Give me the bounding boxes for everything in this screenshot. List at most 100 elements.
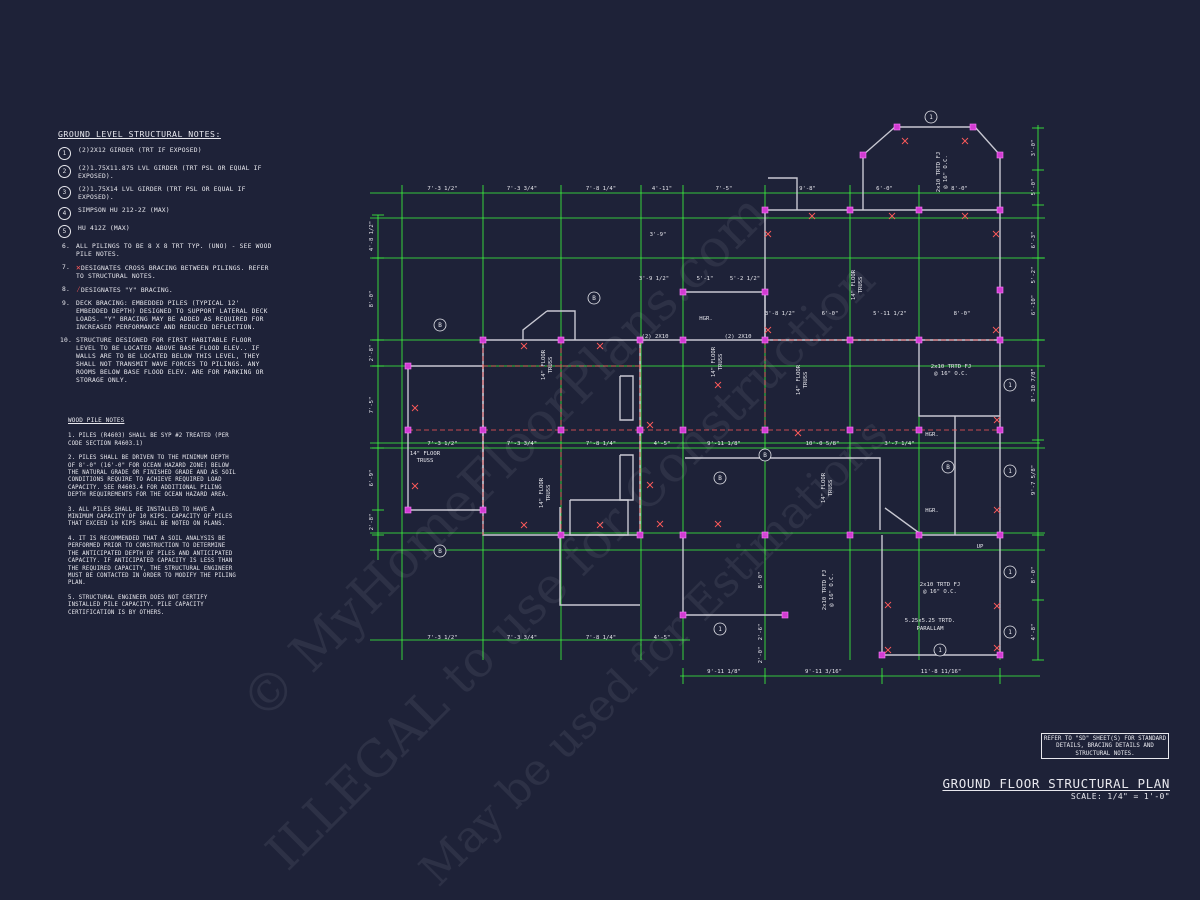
pile — [969, 123, 977, 131]
pile-note-item: 3. ALL PILES SHALL BE INSTALLED TO HAVE … — [68, 506, 233, 528]
note-number: 4 — [58, 207, 71, 220]
detail-tag-b — [587, 291, 601, 305]
note-text: ALL PILINGS TO BE 8 x 8 TRT TYP. (UNO) -… — [76, 243, 272, 258]
dim-interior: 8'-0" — [954, 311, 971, 317]
dim-bottom-right: 11'-8 11/16" — [921, 669, 961, 675]
pile-notes-title: WOOD PILE NOTES — [68, 417, 125, 424]
pile — [479, 426, 487, 434]
floor-truss-label: 14" FLOOR — [541, 349, 547, 380]
cross-brace — [764, 326, 772, 334]
cross-brace — [520, 342, 528, 350]
plan-title: GROUND FLOOR STRUCTURAL PLAN — [942, 776, 1170, 791]
cross-brace — [656, 520, 664, 528]
spacing-label: @ 16" O.C. — [923, 589, 957, 595]
floor-truss-label: 14" FLOOR — [851, 269, 857, 300]
dim-right: 3'-0" — [1031, 140, 1037, 157]
joist-label: 2x10 TRTD FJ — [936, 152, 942, 192]
plan-labels: 14" FLOOR TRUSS 14" FLOOR TRUSS 14" FLOOR TRU… — [410, 152, 984, 632]
cross-brace — [993, 602, 1001, 610]
detail-tag-b — [713, 471, 727, 485]
dim-interior: 6'-0" — [822, 311, 839, 317]
dim-interior-vertical: 8'-0" — [758, 572, 764, 589]
dim-left: 6'-9" — [369, 470, 375, 487]
cross-brace — [993, 506, 1001, 514]
floor-truss-label: 14" FLOOR — [821, 472, 827, 503]
cross-brace-symbol: ✕ — [76, 263, 82, 272]
cross-brace — [596, 521, 604, 529]
wall-stair-top — [683, 291, 766, 340]
hanger-label: HGR. — [925, 508, 938, 514]
truss-label: TRUSS — [803, 372, 809, 389]
detail-tag-1 — [1003, 464, 1017, 478]
pile — [996, 336, 1004, 344]
note-number: 6. — [62, 243, 70, 250]
y-brace-symbol: ⁄ — [76, 285, 82, 294]
truss-label: TRUSS — [417, 458, 434, 464]
cross-brace — [794, 429, 802, 437]
pile — [996, 531, 1004, 539]
dim-interior: 5'-1" — [697, 276, 714, 282]
wall-left-block — [482, 339, 641, 536]
detail-tag-b — [941, 460, 955, 474]
note-number: 5 — [58, 225, 71, 238]
note-text: (2)1.75X11.875 LVL GIRDER (TRT PSL OR EQ… — [78, 165, 262, 180]
detail-tag-1 — [1003, 378, 1017, 392]
pile — [761, 426, 769, 434]
detail-tag-text: B — [763, 452, 767, 459]
note-number: 8. — [62, 286, 70, 293]
wall-lower-porch — [559, 507, 640, 606]
dim-bottom: 7'-3 1/2" — [427, 635, 457, 641]
wall-roof-bump-left — [522, 310, 548, 340]
cross-brace — [411, 482, 419, 490]
cross-brace — [646, 481, 654, 489]
cross-brace — [992, 230, 1000, 238]
double-2x10-label: (2) 2X10 — [725, 334, 752, 340]
pile — [846, 336, 854, 344]
note-text: ✕DESIGNATES CROSS BRACING BETWEEN PILING… — [76, 263, 269, 281]
detail-tag-text: 1 — [1008, 468, 1012, 475]
detail-tag-b — [433, 544, 447, 558]
cross-brace — [993, 416, 1001, 424]
pile — [404, 426, 412, 434]
dim-right: 8'-10 7/8" — [1031, 368, 1037, 402]
cross-brace — [764, 230, 772, 238]
note-item: 3(2)1.75X14 LVL GIRDER (TRT PSL OR EQUAL… — [58, 186, 273, 202]
cross-brace — [520, 521, 528, 529]
note-text: (2)2X12 GIRDER (TRT IF EXPOSED) — [78, 147, 202, 154]
cross-brace — [714, 381, 722, 389]
wall-garage-dash — [685, 457, 881, 530]
detail-tag-1 — [924, 110, 938, 124]
dim-mid: 4'-5" — [654, 441, 671, 447]
dim-interior-vertical: 2'-6" — [758, 624, 764, 641]
dim-left: 2'-8" — [369, 514, 375, 531]
dim-top: 6'-0" — [876, 186, 893, 192]
pile-note-item: 4. IT IS RECOMMENDED THAT A SOIL ANALYSI… — [68, 535, 236, 587]
stair-up-label: UP — [977, 544, 984, 550]
cross-brace — [714, 520, 722, 528]
cross-braces — [411, 137, 1001, 654]
dim-top: 7'-3 3/4" — [507, 186, 537, 192]
pile — [761, 531, 769, 539]
pile — [859, 151, 867, 159]
pile — [893, 123, 901, 131]
cross-brace — [884, 601, 892, 609]
pile — [479, 506, 487, 514]
detail-tag-text: B — [438, 548, 442, 555]
detail-tag-text: 1 — [718, 626, 722, 633]
dim-mid: 9'-11 1/8" — [707, 441, 741, 447]
dim-top: 7'-8 1/4" — [586, 186, 616, 192]
pile — [557, 426, 565, 434]
dim-interior: 5'-2 1/2" — [730, 276, 760, 282]
dim-top: 7'-3 1/2" — [427, 186, 457, 192]
pile — [636, 336, 644, 344]
wall-left-porch — [407, 365, 484, 511]
dim-top: 9'-8" — [799, 186, 816, 192]
detail-tag-text: B — [592, 295, 596, 302]
pile — [636, 426, 644, 434]
dim-bottom: 7'-8 1/4" — [586, 635, 616, 641]
truss-label: TRUSS — [718, 354, 724, 371]
detail-tag-text: 1 — [1008, 569, 1012, 576]
pile — [878, 651, 886, 659]
dim-top: 7'-5" — [716, 186, 733, 192]
dim-right: 5'-0" — [1031, 179, 1037, 196]
